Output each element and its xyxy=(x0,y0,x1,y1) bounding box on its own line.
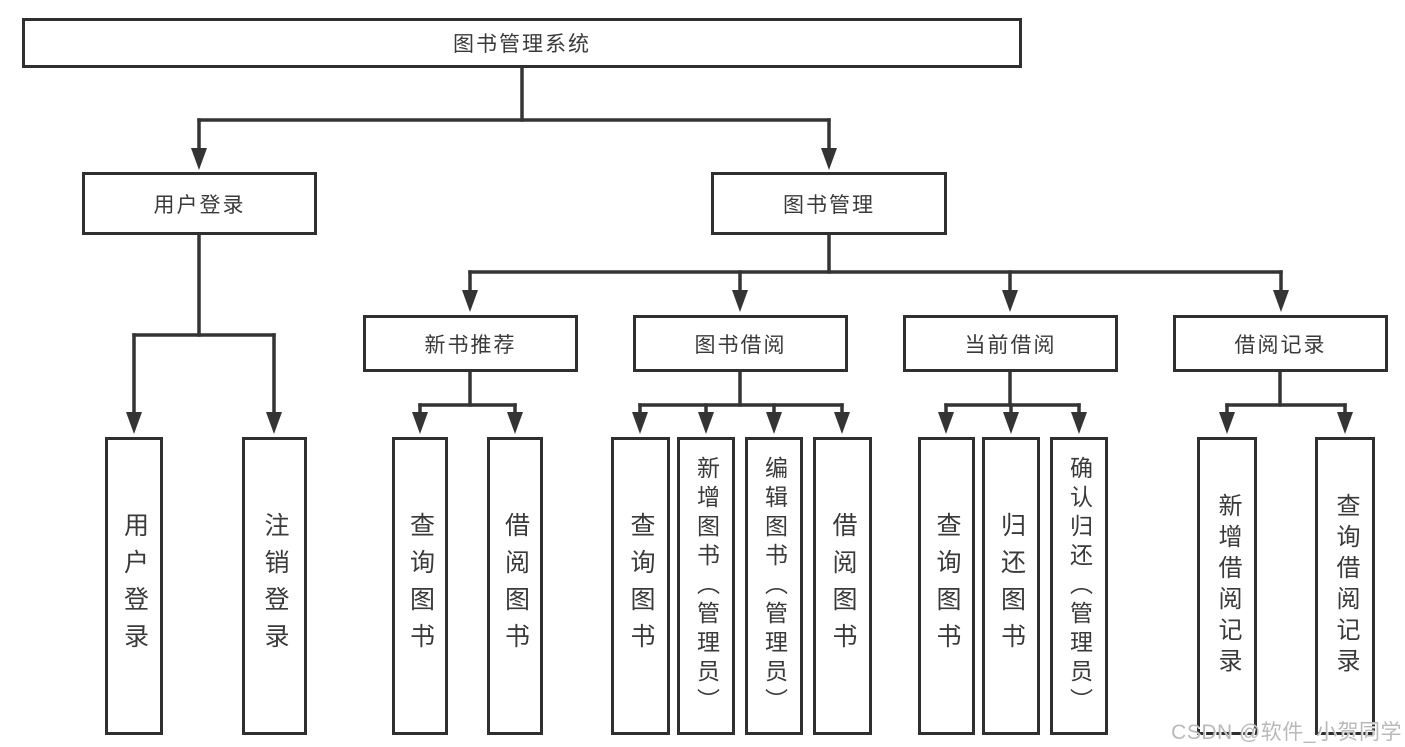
node-label: 查询借阅记录 xyxy=(1332,493,1359,679)
node-label: 新书推荐 xyxy=(424,333,517,357)
node-label: 当前借阅 xyxy=(964,333,1057,357)
leaf-logout: 注销登录 xyxy=(242,437,307,735)
node-label: 新增借阅记录 xyxy=(1214,493,1241,679)
node-book-borrow: 图书借阅 xyxy=(633,315,848,372)
leaf-query-book-borrow: 查询图书 xyxy=(611,437,670,735)
node-book-management: 图书管理 xyxy=(711,172,947,235)
node-label: 查询图书 xyxy=(627,512,655,660)
node-borrow-record: 借阅记录 xyxy=(1173,315,1388,372)
node-label: 新增图书（管理员） xyxy=(693,455,720,717)
node-label: 查询图书 xyxy=(406,512,435,660)
node-label: 用户登录 xyxy=(153,193,246,217)
node-label: 确认归还（管理员） xyxy=(1066,455,1093,717)
leaf-user-login: 用户登录 xyxy=(105,437,163,735)
node-label: 归还图书 xyxy=(997,512,1026,660)
leaf-edit-book-admin: 编辑图书（管理员） xyxy=(745,437,803,735)
node-user-login: 用户登录 xyxy=(82,172,317,235)
arrowheads xyxy=(126,148,1353,434)
node-label: 借阅图书 xyxy=(501,512,530,660)
node-label: 图书管理 xyxy=(783,193,875,217)
node-label: 借阅图书 xyxy=(829,512,857,660)
leaf-borrow-book: 借阅图书 xyxy=(813,437,872,735)
node-current-borrow: 当前借阅 xyxy=(903,315,1118,372)
node-label: 借阅记录 xyxy=(1234,333,1327,357)
node-new-book-recommend: 新书推荐 xyxy=(363,315,578,372)
leaf-add-book-admin: 新增图书（管理员） xyxy=(677,437,735,735)
leaf-add-borrow-record: 新增借阅记录 xyxy=(1197,437,1257,735)
node-label: 注销登录 xyxy=(261,512,289,660)
node-root-system: 图书管理系统 xyxy=(22,18,1022,68)
leaf-query-borrow-record: 查询借阅记录 xyxy=(1315,437,1375,735)
csdn-watermark: CSDN @软件_小贺同学 xyxy=(1171,721,1402,744)
leaf-query-book-current: 查询图书 xyxy=(918,437,975,735)
node-label: 查询图书 xyxy=(933,512,961,660)
node-label: 图书借阅 xyxy=(694,333,787,357)
leaf-return-book: 归还图书 xyxy=(982,437,1040,735)
node-label: 图书管理系统 xyxy=(453,33,591,56)
leaf-borrow-book-recommend: 借阅图书 xyxy=(487,437,543,735)
leaf-query-book-recommend: 查询图书 xyxy=(392,437,448,735)
leaf-confirm-return-admin: 确认归还（管理员） xyxy=(1050,437,1108,735)
node-label: 用户登录 xyxy=(120,512,149,660)
node-label: 编辑图书（管理员） xyxy=(761,455,788,717)
